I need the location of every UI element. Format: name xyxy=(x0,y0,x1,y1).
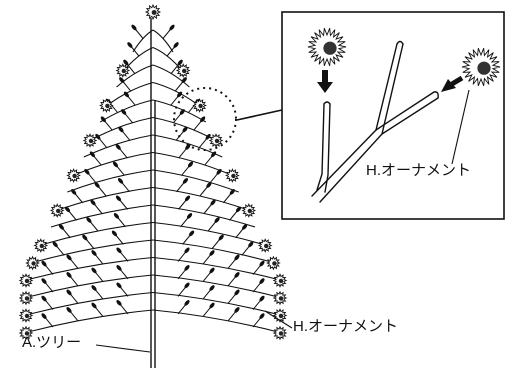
spiky-ball-icon xyxy=(26,257,38,269)
leader-line-tree xyxy=(96,345,150,352)
zoom-connector-line xyxy=(237,110,282,120)
branch xyxy=(28,275,153,297)
spiky-ball-icon xyxy=(84,134,96,146)
tree-label: A.ツリー xyxy=(22,334,81,352)
spiky-ball-icon xyxy=(51,204,63,216)
ornament-label-inset: H.オーナメント xyxy=(366,162,471,180)
spiky-ball-icon xyxy=(259,239,271,251)
branch xyxy=(153,275,278,297)
branch xyxy=(153,170,239,192)
spiky-ball-icon xyxy=(67,169,79,181)
spiky-ball-icon xyxy=(20,309,32,321)
spiky-ball-icon xyxy=(210,134,222,146)
branch xyxy=(28,258,153,280)
spiky-ball-icon xyxy=(146,5,160,19)
spiky-ball-icon xyxy=(274,274,286,286)
spiky-ball-icon xyxy=(243,204,255,216)
spiky-ball-icon xyxy=(20,292,32,304)
ornament-label: H.オーナメント xyxy=(293,318,398,336)
spiky-ball-icon xyxy=(20,274,32,286)
branch xyxy=(153,293,278,315)
spiky-ball-icon xyxy=(100,99,112,111)
spiky-ball-icon xyxy=(226,169,238,181)
branch xyxy=(28,293,153,315)
spiky-ball-icon xyxy=(274,292,286,304)
spiky-ball-icon xyxy=(35,239,47,251)
branch xyxy=(67,170,153,192)
spiky-ball-icon xyxy=(267,257,279,269)
spiky-ball-icon xyxy=(274,327,286,339)
spiky-ball-icon xyxy=(193,99,205,111)
branch xyxy=(153,258,278,280)
branch xyxy=(153,310,278,332)
branch xyxy=(28,310,153,332)
tree-branches xyxy=(28,24,278,332)
